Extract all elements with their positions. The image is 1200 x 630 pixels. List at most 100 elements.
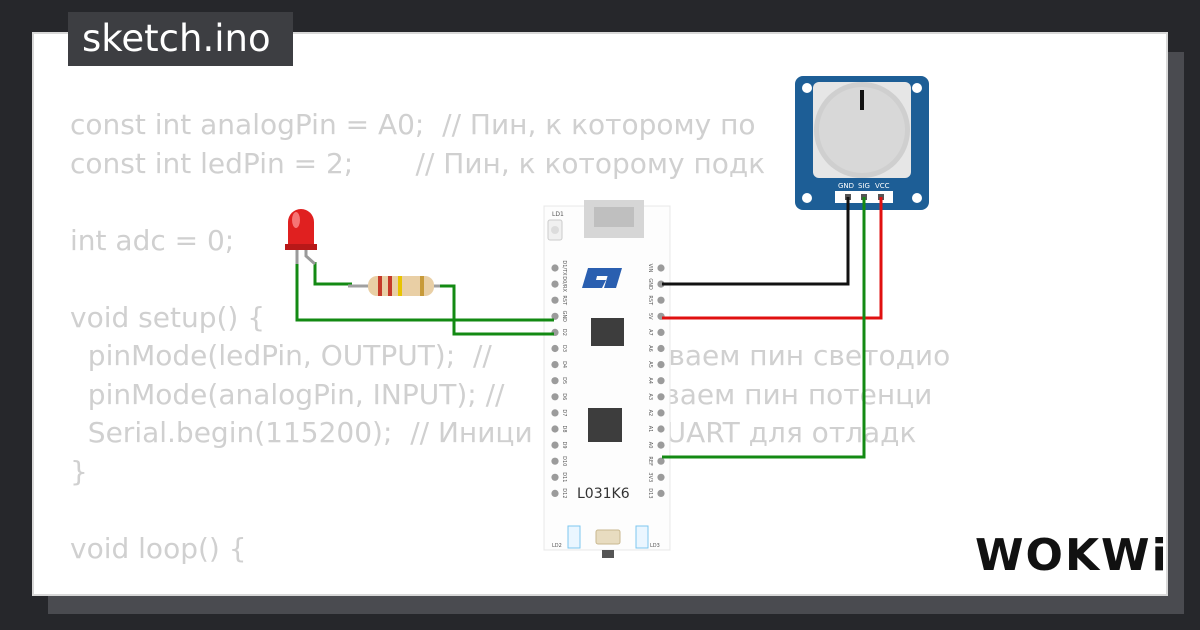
board-pin[interactable]: [551, 473, 559, 481]
board-pin-label: A3: [647, 393, 653, 400]
wire-led-resistor[interactable]: [313, 262, 352, 286]
red-led[interactable]: [285, 209, 317, 266]
led-base-icon: [285, 244, 317, 250]
board-pin[interactable]: [551, 280, 559, 288]
board-pin-label: D7: [561, 409, 567, 416]
left-pin-header: D1/TXD0/RXRSTGNDD2D3D4D5D6D7D8D9D10D11D1…: [551, 260, 567, 499]
led-ld3-icon: [635, 525, 649, 549]
board-pin[interactable]: [657, 264, 665, 272]
wire-resistor-d2[interactable]: [438, 284, 554, 336]
wokwi-logo: WOKWi: [975, 530, 1169, 581]
board-pin[interactable]: [657, 393, 665, 401]
wire-gnd[interactable]: [662, 197, 850, 286]
pot-knob[interactable]: [819, 87, 905, 173]
board-pin[interactable]: [551, 296, 559, 304]
chip-mcu-icon: [588, 408, 622, 442]
board-pin-label: D8: [561, 425, 567, 432]
pot-pin-gnd-label: GND: [838, 182, 854, 190]
board-pin[interactable]: [657, 425, 665, 433]
led-highlight-icon: [292, 212, 300, 228]
board-pin[interactable]: [551, 344, 559, 353]
board-pin[interactable]: [551, 264, 559, 272]
board-pin-label: REF: [647, 456, 653, 466]
board-pin[interactable]: [551, 441, 559, 449]
pot-knob-indicator-icon: [860, 90, 864, 110]
board-pin-label: D1/TX: [561, 260, 567, 276]
code-line: void setup() {: [70, 300, 266, 334]
led-ld1-lens-icon: [551, 226, 559, 234]
board-pin-label: 5V: [647, 313, 653, 320]
board-pin-label: D9: [561, 442, 567, 449]
wire-led-gnd[interactable]: [295, 262, 554, 322]
board-pin[interactable]: [551, 393, 559, 401]
board-pin-label: A4: [647, 377, 653, 384]
code-line: }: [70, 454, 88, 488]
board-pin-label: A6: [647, 345, 653, 352]
board-pin[interactable]: [657, 473, 665, 481]
board-pin-label: 3V3: [647, 472, 653, 482]
board-model-label: L031K6: [577, 486, 630, 502]
board-pin-label: A1: [647, 426, 653, 433]
board-pin-label: D6: [561, 393, 567, 400]
code-line: void loop() {: [70, 531, 247, 565]
pot-pin-sig-label: SIG: [858, 182, 870, 190]
mount-hole-icon: [802, 193, 812, 203]
board-pin-label: D2: [561, 329, 567, 336]
resistor-band-icon: [398, 276, 402, 296]
board-pin-label: D3: [561, 345, 567, 352]
board-pin[interactable]: [551, 457, 559, 465]
wire-signal-a0[interactable]: [662, 197, 866, 459]
board-pin[interactable]: [551, 409, 559, 417]
pot-pin-vcc-label: VCC: [875, 182, 890, 190]
board-pin[interactable]: [657, 296, 665, 304]
board-pin-label: D11: [561, 472, 567, 482]
mount-hole-icon: [912, 83, 922, 93]
board-pin-label: D5: [561, 377, 567, 384]
board-pin[interactable]: [551, 425, 559, 433]
board-pin-label: A2: [647, 410, 653, 417]
nucleo-board[interactable]: LD1 L031K6 LD2 LD3 D1/TXD0/RXRSTGNDD2D3D…: [543, 200, 671, 558]
st-logo-icon: [582, 268, 622, 288]
file-name-tab[interactable]: sketch.ino: [68, 12, 293, 66]
board-pin[interactable]: [657, 457, 665, 465]
resistor-band-icon: [388, 276, 392, 296]
resistor[interactable]: [348, 276, 440, 296]
usb-port-icon: [594, 207, 634, 227]
board-pin-label: D12: [561, 488, 567, 498]
board-pin[interactable]: [657, 409, 665, 417]
code-line: const int analogPin = A0; // Пин, к кото…: [70, 108, 899, 141]
reset-button[interactable]: [595, 529, 621, 545]
led-body-icon: [288, 209, 314, 246]
board-pin-label: D13: [647, 488, 653, 498]
led-ld2-label: LD2: [552, 543, 562, 549]
board-pin-label: RST: [647, 295, 653, 306]
board-pcb: [543, 205, 671, 551]
board-pin-label: GND: [647, 278, 653, 290]
chip-small-icon: [591, 318, 624, 346]
board-pin[interactable]: [551, 489, 559, 497]
board-pin[interactable]: [551, 361, 559, 369]
board-pin[interactable]: [657, 489, 665, 497]
mount-hole-icon: [912, 193, 922, 203]
led-ld1-label: LD1: [552, 211, 564, 218]
board-pin[interactable]: [657, 377, 665, 385]
code-line: const int ledPin = 2; // Пин, к которому…: [70, 146, 766, 180]
board-pin-label: GND: [561, 311, 567, 323]
board-pin[interactable]: [657, 361, 665, 369]
board-pin[interactable]: [657, 441, 665, 449]
board-pin-label: A0: [647, 442, 653, 449]
board-pin[interactable]: [551, 377, 559, 385]
mount-hole-icon: [802, 83, 812, 93]
board-pin-label: D0/RX: [561, 276, 567, 292]
board-pin[interactable]: [551, 312, 559, 320]
board-pin[interactable]: [657, 280, 665, 288]
code-line: pinMode(analogPin, INPUT); // авливаем п…: [70, 377, 933, 411]
potentiometer-module[interactable]: GND SIG VCC: [795, 76, 929, 210]
wire-vcc[interactable]: [662, 197, 883, 320]
board-pin[interactable]: [657, 328, 665, 336]
board-pin-label: VIN: [647, 264, 653, 273]
board-pin[interactable]: [657, 344, 665, 353]
board-pin-label: A7: [647, 329, 653, 336]
